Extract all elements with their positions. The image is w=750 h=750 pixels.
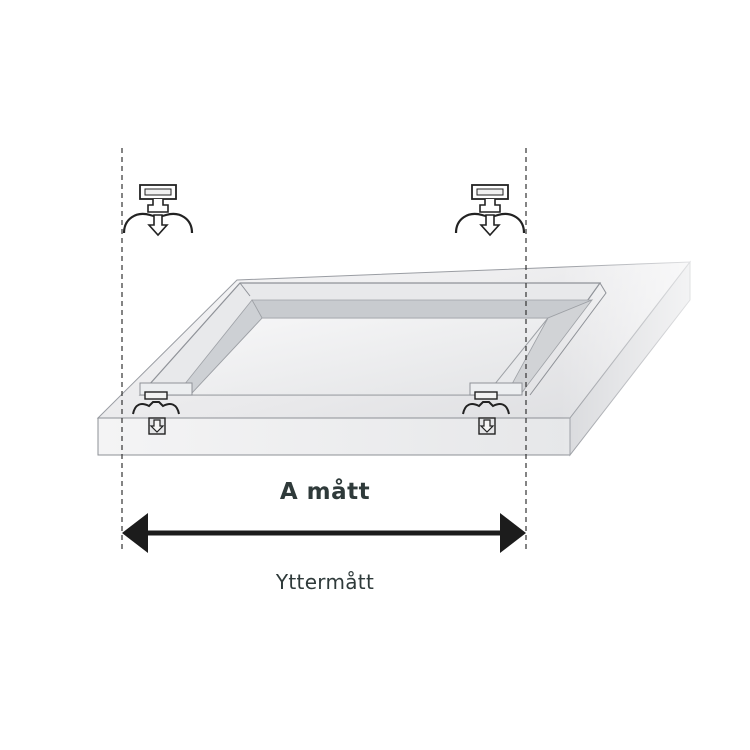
- frame-bevel-top: [251, 299, 593, 319]
- left-gasket-section: [132, 391, 180, 435]
- dimension-arrow: [122, 513, 526, 553]
- gasket-frame: [138, 282, 607, 396]
- arrow-head-left: [122, 513, 148, 553]
- gasket-profile-icon: [454, 184, 526, 237]
- panel-front-face: [97, 417, 571, 456]
- right-gasket-section: [462, 391, 510, 435]
- arrow-head-right: [500, 513, 526, 553]
- dimension-name-label: A mått: [279, 479, 371, 505]
- dimension-description-label: Yttermått: [275, 570, 375, 594]
- gasket-profile-icon: [122, 184, 194, 237]
